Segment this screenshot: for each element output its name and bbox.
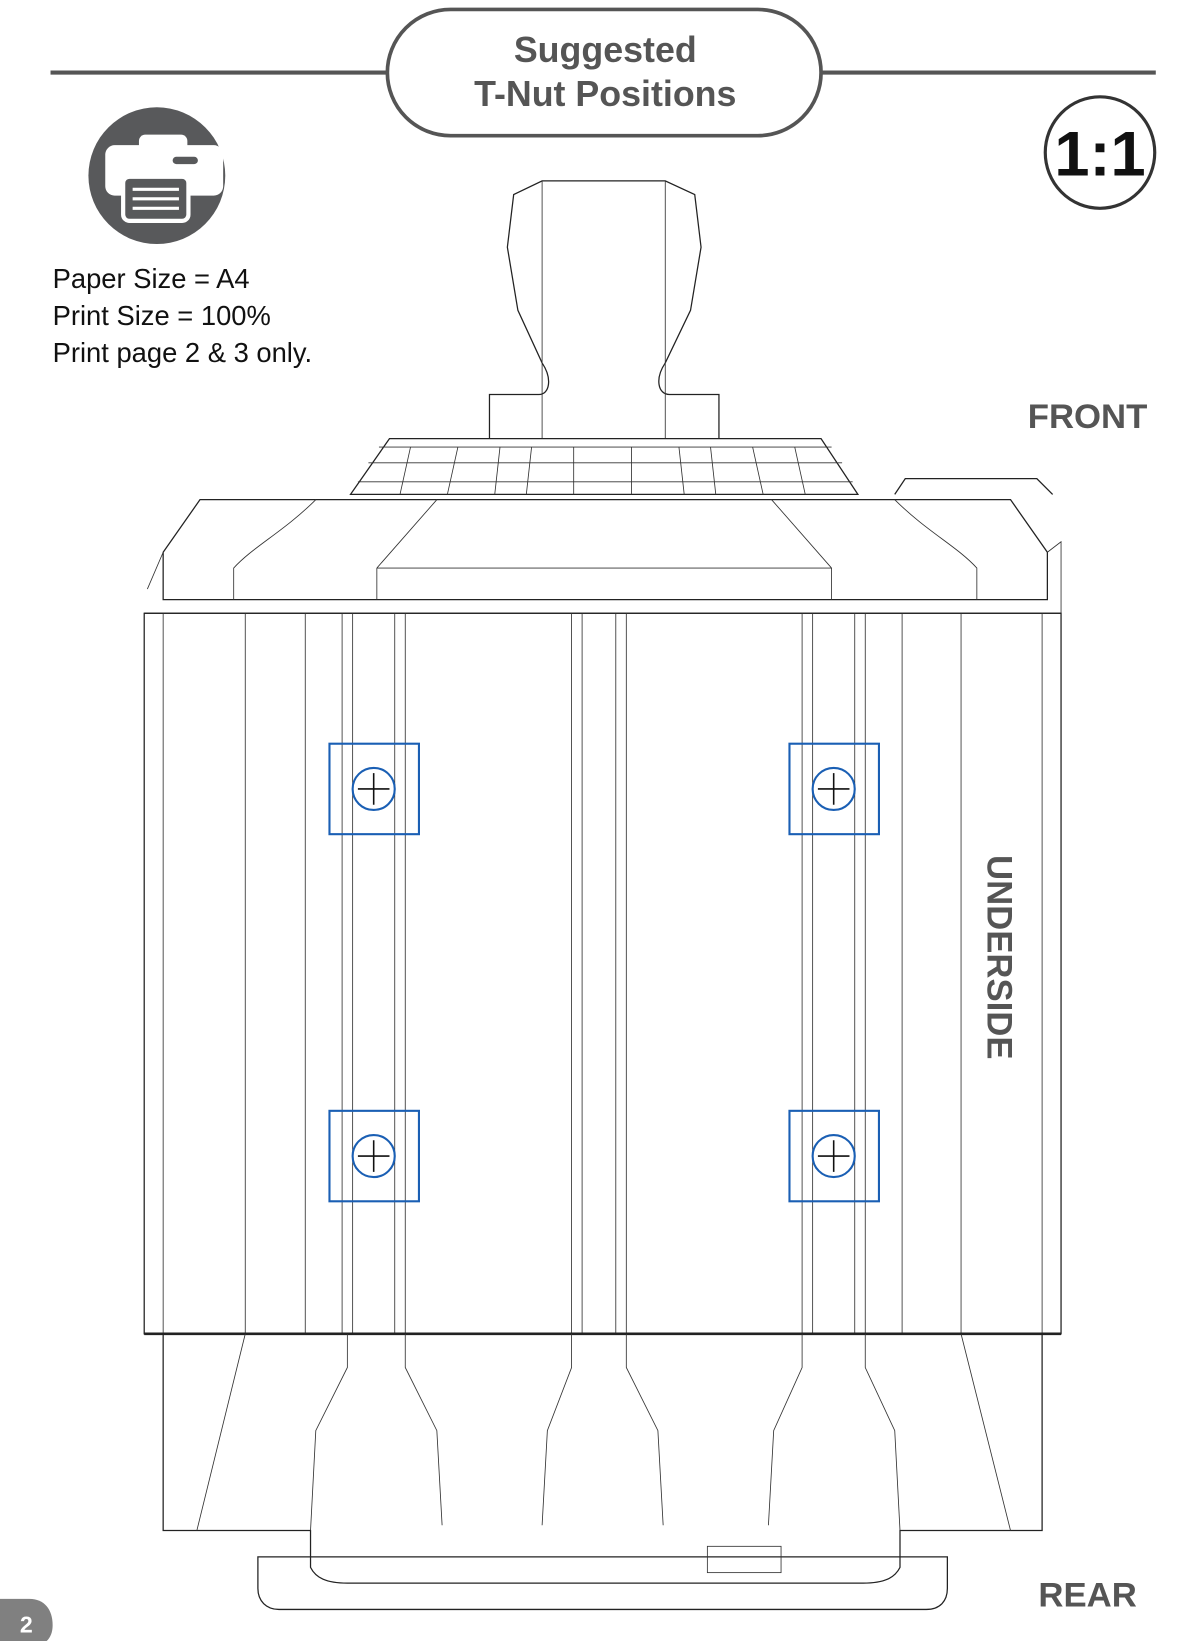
tnut-front-left	[328, 742, 420, 836]
rear-label: REAR	[1038, 1576, 1136, 1614]
title-line-2: T-Nut Positions	[474, 74, 736, 114]
print-info-paper-size: Paper Size = A4	[53, 263, 250, 294]
tnut-front-right	[788, 742, 880, 836]
underside-label: UNDERSIDE	[979, 855, 1017, 1059]
tnut-markers	[328, 742, 880, 1203]
product-outline	[143, 180, 1062, 1611]
page-number: 2	[20, 1612, 33, 1638]
title-line-1: Suggested	[514, 30, 697, 70]
scale-badge: 1:1	[1043, 95, 1157, 210]
printer-icon	[88, 107, 226, 245]
scale-label: 1:1	[1054, 120, 1145, 190]
page-number-badge: 2	[0, 1598, 53, 1641]
front-label: FRONT	[1028, 398, 1148, 436]
title-pill	[385, 7, 823, 138]
tnut-rear-left	[328, 1109, 420, 1203]
print-info-print-size: Print Size = 100%	[53, 300, 271, 331]
print-info-pages: Print page 2 & 3 only.	[53, 337, 313, 368]
tnut-rear-right	[788, 1109, 880, 1203]
